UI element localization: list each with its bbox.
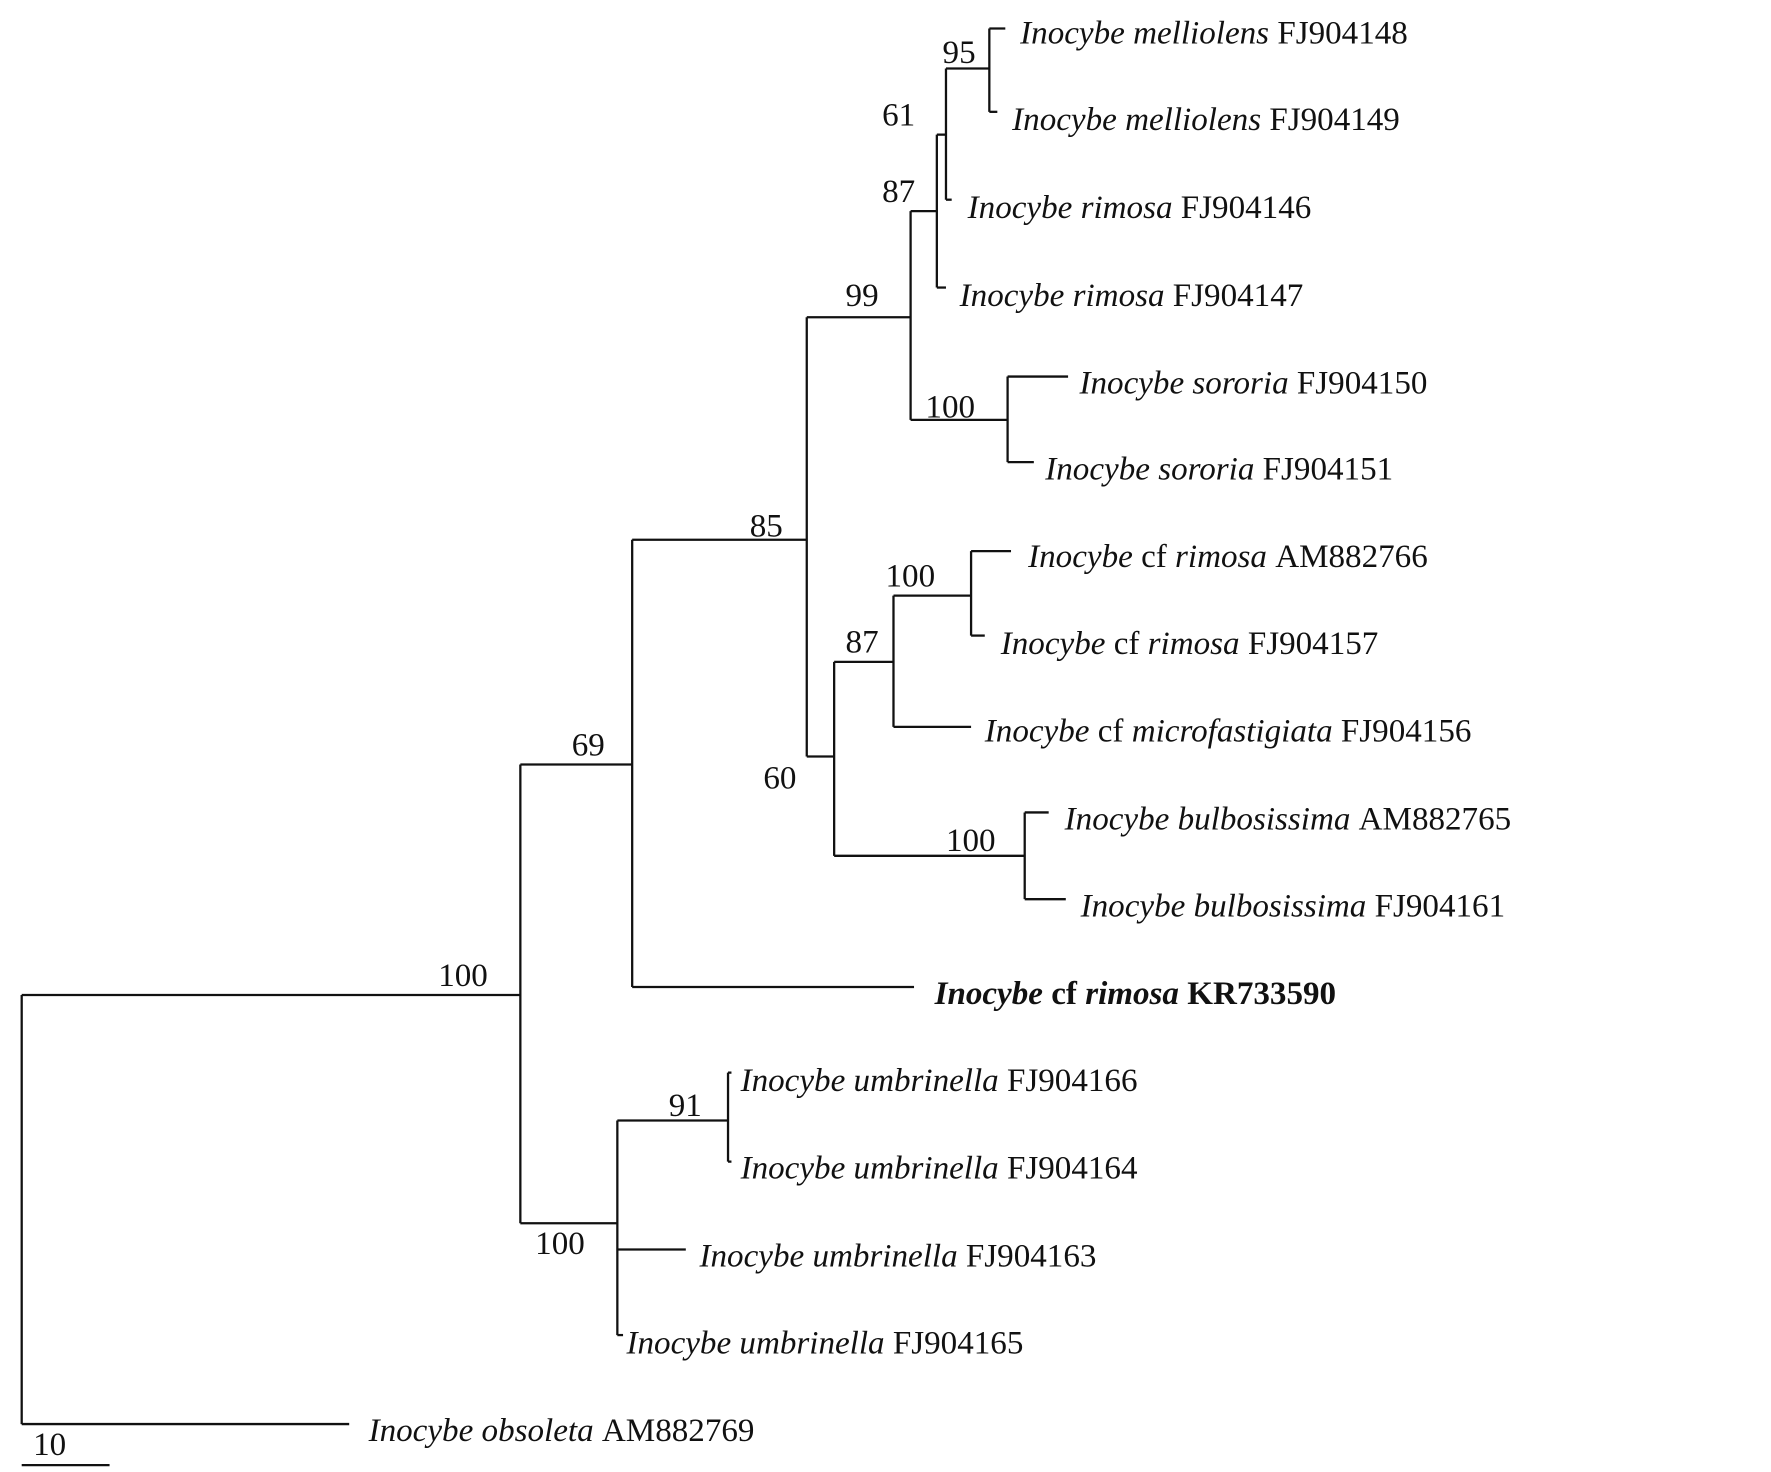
accession: AM882766 [1275, 539, 1428, 575]
species: umbrinella [739, 1325, 892, 1361]
qualifier: cf [1051, 976, 1085, 1012]
qualifier: cf [1098, 714, 1132, 750]
bootstrap-value: 100 [438, 958, 488, 994]
species: rimosa [1073, 278, 1173, 314]
species: umbrinella [854, 1151, 1007, 1187]
genus: Inocybe [1011, 102, 1125, 138]
bootstrap-value: 100 [535, 1226, 585, 1262]
species: bulbosissima [1194, 888, 1375, 924]
genus: Inocybe [984, 714, 1098, 750]
bootstrap-value: 60 [763, 760, 796, 796]
taxon-label: Inocybe umbrinella FJ904166 [740, 1063, 1138, 1099]
species: rimosa [1081, 190, 1181, 226]
species: umbrinella [812, 1239, 965, 1275]
taxon-label: Inocybe umbrinella FJ904163 [699, 1239, 1097, 1275]
species: melliolens [1125, 102, 1269, 138]
taxon-label: Inocybe rimosa FJ904146 [967, 190, 1312, 226]
accession: FJ904150 [1297, 366, 1428, 402]
qualifier: cf [1141, 539, 1175, 575]
taxon-label: Inocybe cf rimosa AM882766 [1027, 539, 1428, 575]
taxon-label: Inocybe sororia FJ904151 [1044, 451, 1393, 487]
taxon-label: Inocybe rimosa FJ904147 [959, 278, 1304, 314]
genus: Inocybe [1078, 366, 1192, 402]
taxon-label: Inocybe umbrinella FJ904164 [740, 1151, 1138, 1187]
accession: FJ904164 [1007, 1151, 1138, 1187]
taxon-label: Inocybe cf microfastigiata FJ904156 [984, 714, 1472, 750]
species: sororia [1192, 366, 1296, 402]
bootstrap-value: 61 [882, 98, 915, 134]
species: sororia [1158, 451, 1262, 487]
qualifier: cf [1114, 626, 1148, 662]
taxon-label: Inocybe bulbosissima FJ904161 [1080, 888, 1506, 924]
accession: FJ904147 [1173, 278, 1304, 314]
taxon-label: Inocybe cf rimosa FJ904157 [1000, 626, 1379, 662]
species: rimosa [1085, 976, 1187, 1012]
genus: Inocybe [967, 190, 1081, 226]
accession: FJ904163 [966, 1239, 1097, 1275]
species: bulbosissima [1178, 802, 1359, 838]
species: obsoleta [482, 1413, 602, 1449]
genus: Inocybe [1080, 888, 1194, 924]
genus: Inocybe [1000, 626, 1114, 662]
genus: Inocybe [740, 1063, 854, 1099]
taxon-label: Inocybe umbrinella FJ904165 [625, 1325, 1023, 1361]
taxon-label: Inocybe bulbosissima AM882765 [1064, 802, 1512, 838]
accession: FJ904148 [1277, 15, 1408, 51]
species: microfastigiata [1132, 714, 1341, 750]
bootstrap-value: 100 [946, 823, 996, 859]
bootstrap-value: 91 [669, 1088, 702, 1124]
accession: FJ904146 [1181, 190, 1312, 226]
accession: AM882769 [602, 1413, 755, 1449]
genus: Inocybe [1064, 802, 1178, 838]
bootstrap-value: 100 [886, 559, 936, 595]
accession: FJ904165 [893, 1325, 1024, 1361]
genus: Inocybe [1019, 15, 1133, 51]
taxon-label: Inocybe obsoleta AM882769 [368, 1413, 755, 1449]
scale-bar-label: 10 [33, 1427, 66, 1463]
bootstrap-value: 85 [750, 508, 783, 544]
taxon-label: Inocybe cf rimosa KR733590 [934, 976, 1337, 1012]
genus: Inocybe [368, 1413, 482, 1449]
bootstrap-value: 100 [925, 390, 975, 426]
accession: FJ904149 [1269, 102, 1400, 138]
genus: Inocybe [1027, 539, 1141, 575]
genus: Inocybe [699, 1239, 813, 1275]
bootstrap-value: 99 [846, 278, 879, 314]
genus: Inocybe [1044, 451, 1158, 487]
genus: Inocybe [959, 278, 1073, 314]
genus: Inocybe [625, 1325, 739, 1361]
genus: Inocybe [740, 1151, 854, 1187]
accession: FJ904157 [1248, 626, 1379, 662]
bootstrap-value: 87 [882, 174, 915, 210]
accession: KR733590 [1187, 976, 1336, 1012]
species: rimosa [1175, 539, 1275, 575]
accession: FJ904156 [1341, 714, 1472, 750]
genus: Inocybe [934, 976, 1052, 1012]
bootstrap-value: 69 [572, 727, 605, 763]
bootstrap-value: 87 [846, 625, 879, 661]
accession: FJ904151 [1263, 451, 1394, 487]
accession: FJ904166 [1007, 1063, 1138, 1099]
accession: AM882765 [1359, 802, 1512, 838]
taxon-label: Inocybe melliolens FJ904149 [1011, 102, 1400, 138]
bootstrap-value: 95 [943, 35, 976, 71]
species: rimosa [1148, 626, 1248, 662]
taxon-label: Inocybe sororia FJ904150 [1078, 366, 1427, 402]
species: umbrinella [854, 1063, 1007, 1099]
species: melliolens [1133, 15, 1277, 51]
accession: FJ904161 [1375, 888, 1506, 924]
taxon-label: Inocybe melliolens FJ904148 [1019, 15, 1408, 51]
